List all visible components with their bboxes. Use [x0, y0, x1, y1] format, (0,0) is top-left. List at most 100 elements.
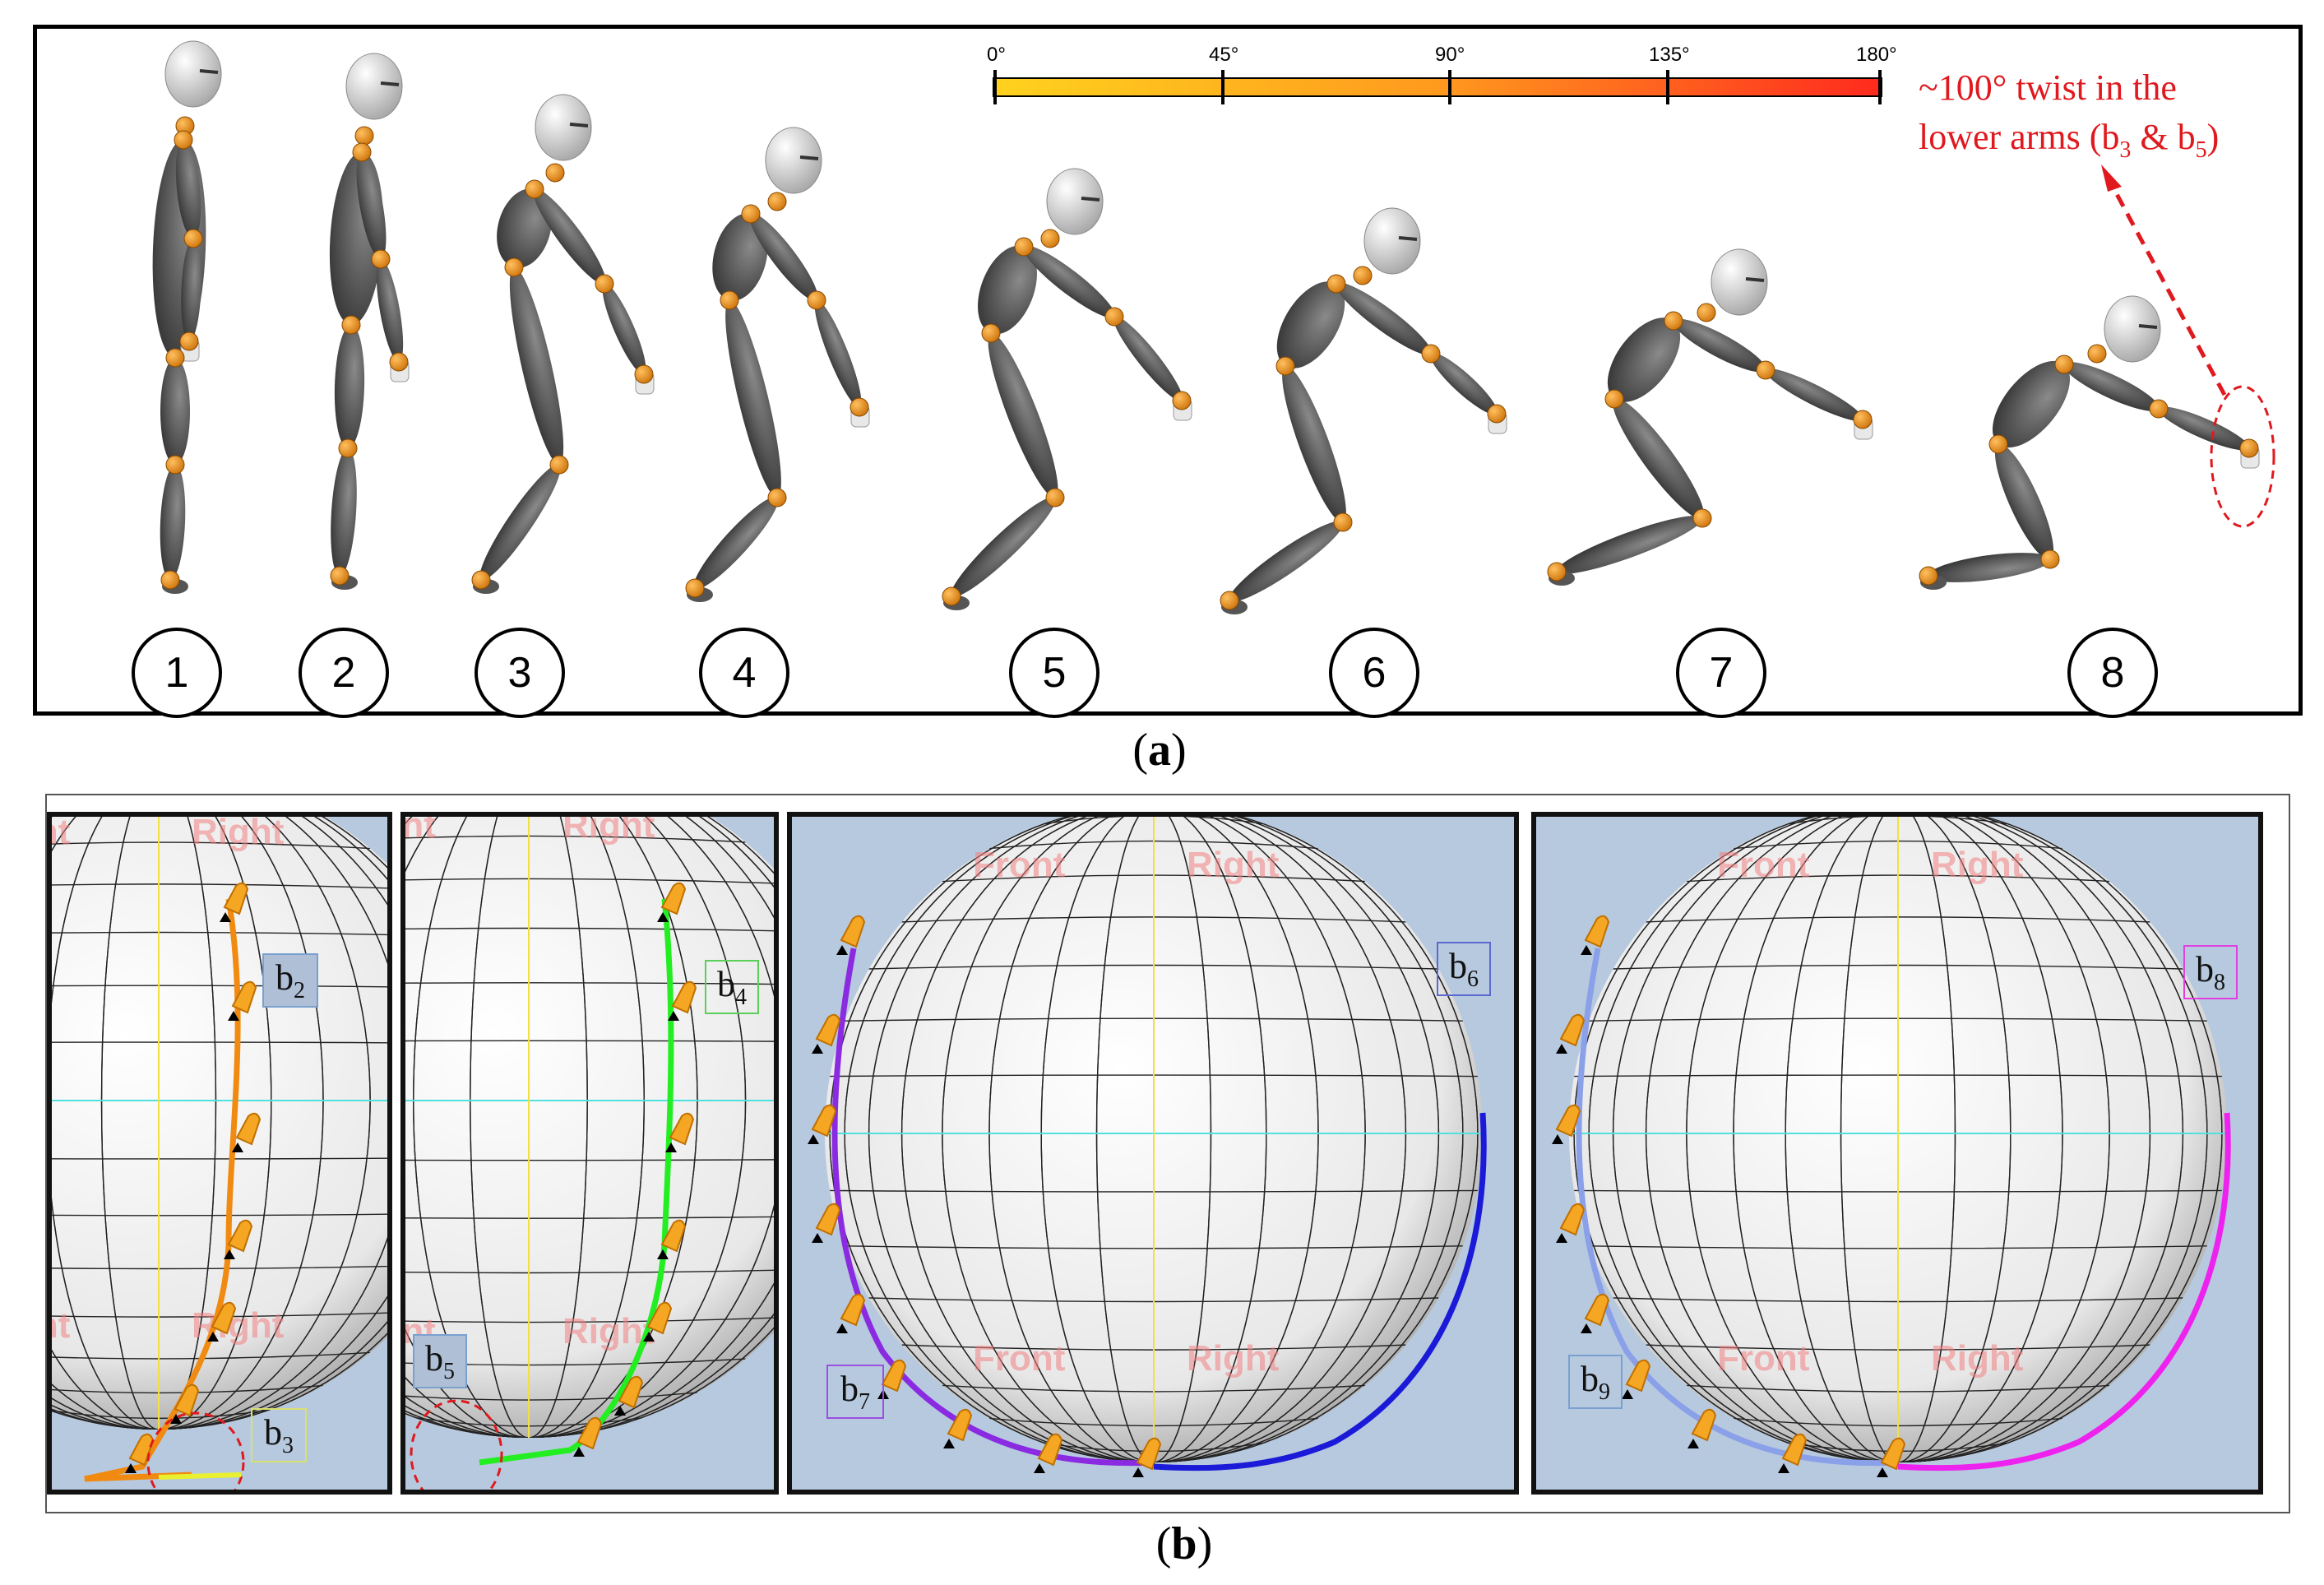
sphere-direction-label: Right — [562, 817, 655, 846]
sphere-direction-label: Front — [1717, 1338, 1810, 1379]
step-number-3: 3 — [475, 628, 565, 718]
mannequin-head — [345, 53, 403, 120]
twist-color-scale — [993, 77, 1882, 97]
twist-highlight-ellipse — [410, 1399, 503, 1490]
direction-arrowhead — [836, 1323, 848, 1333]
limb-orientation-marker — [881, 1359, 907, 1393]
mannequin-visor — [569, 123, 589, 127]
sphere-direction-label: Right — [1187, 845, 1280, 885]
limb-orientation-marker — [660, 882, 687, 915]
mannequin-limb — [1113, 316, 1183, 401]
step-number-6: 6 — [1329, 628, 1419, 718]
joint-marker — [634, 364, 654, 384]
mannequin-limb — [693, 497, 779, 589]
direction-arrowhead — [1552, 1134, 1563, 1144]
joint-marker — [1220, 591, 1239, 610]
limb-orientation-marker — [231, 980, 257, 1014]
joint-marker — [1333, 512, 1353, 532]
joint-marker — [549, 455, 569, 475]
joint-marker — [165, 455, 185, 475]
mannequin-visor — [799, 155, 819, 160]
limb-orientation-marker — [840, 915, 866, 948]
tag-b6: b6 — [1437, 942, 1491, 996]
step-number-1: 1 — [132, 628, 222, 718]
scale-tick-label: 45° — [1209, 44, 1239, 66]
step-number-7: 7 — [1676, 628, 1766, 718]
joint-marker — [1172, 391, 1192, 410]
joint-marker — [2054, 355, 2074, 374]
limb-orientation-marker — [223, 882, 249, 915]
panel-a-frame: 0° 45° 90° 135° 180° ~100° twist in the … — [33, 25, 2303, 718]
joint-marker — [341, 315, 361, 335]
joint-marker — [1664, 311, 1683, 331]
mannequin-limb — [951, 497, 1056, 597]
joint-marker — [471, 570, 491, 590]
step-number-5: 5 — [1009, 628, 1100, 718]
trajectory-path-b6 — [1153, 1112, 1487, 1471]
limb-orientation-marker — [211, 1301, 237, 1335]
tag-b3: b3 — [251, 1408, 307, 1462]
tag-b8: b8 — [2183, 945, 2238, 999]
annotation-arrowhead — [2101, 165, 2122, 192]
direction-arrowhead — [657, 912, 669, 922]
mannequin-figures — [152, 40, 2260, 614]
joint-marker — [389, 352, 409, 372]
direction-arrowhead — [224, 1249, 235, 1259]
joint-marker — [1547, 562, 1567, 582]
limb-orientation-marker — [646, 1301, 673, 1335]
mannequin-torso — [1992, 360, 2071, 448]
limb-orientation-marker — [1781, 1433, 1808, 1467]
tag-b2: b2 — [262, 953, 318, 1008]
direction-arrowhead — [220, 912, 231, 922]
limb-orientation-marker — [1555, 1104, 1581, 1138]
joint-marker — [1756, 360, 1775, 380]
sphere-grid — [405, 817, 774, 1438]
sphere-direction-label: Right — [1931, 1338, 2024, 1379]
mannequin-6 — [1220, 207, 1507, 614]
mannequin-limb — [749, 213, 818, 301]
mannequin-limb — [376, 258, 404, 363]
limb-orientation-marker — [1037, 1433, 1063, 1467]
mannequin-limb — [1673, 318, 1766, 373]
limb-orientation-marker — [1584, 915, 1610, 948]
mannequin-head — [1046, 168, 1104, 235]
mannequin-visor — [1081, 197, 1100, 202]
joint-marker — [371, 249, 391, 269]
limb-orientation-marker — [227, 1219, 253, 1253]
joint-marker — [685, 578, 705, 598]
sphere-direction-label: Front — [52, 1305, 71, 1346]
joint-marker — [179, 331, 199, 351]
sphere-direction-label: Front — [973, 1338, 1066, 1379]
mannequin-limb — [175, 139, 201, 239]
step-number-2: 2 — [299, 628, 389, 718]
joint-marker — [720, 290, 739, 310]
mannequin-limb — [160, 464, 186, 581]
scale-tick-label: 0° — [987, 44, 1006, 66]
direction-arrowhead — [1034, 1463, 1045, 1473]
joint-marker — [1697, 303, 1716, 322]
sphere-direction-label: Front — [405, 817, 436, 846]
joint-marker — [1353, 266, 1373, 285]
joint-marker — [1104, 307, 1124, 327]
scale-ticks — [993, 70, 1882, 104]
mannequin-limb — [1430, 352, 1498, 415]
mannequin-limb — [181, 238, 201, 342]
limb-orientation-marker — [1559, 1013, 1586, 1047]
mannequin-2 — [329, 53, 410, 590]
mannequin-limb — [1994, 443, 2054, 560]
limb-orientation-marker — [235, 1112, 262, 1146]
limb-orientation-marker — [660, 1219, 687, 1253]
limb-orientation-marker — [1625, 1359, 1651, 1393]
mannequin-limb — [356, 151, 387, 260]
joint-marker — [545, 163, 565, 183]
direction-arrowhead — [207, 1332, 219, 1342]
direction-arrowhead — [1581, 1323, 1592, 1333]
limb-orientation-marker — [840, 1293, 866, 1327]
direction-arrowhead — [643, 1332, 655, 1342]
limb-orientation-marker — [1880, 1437, 1906, 1471]
